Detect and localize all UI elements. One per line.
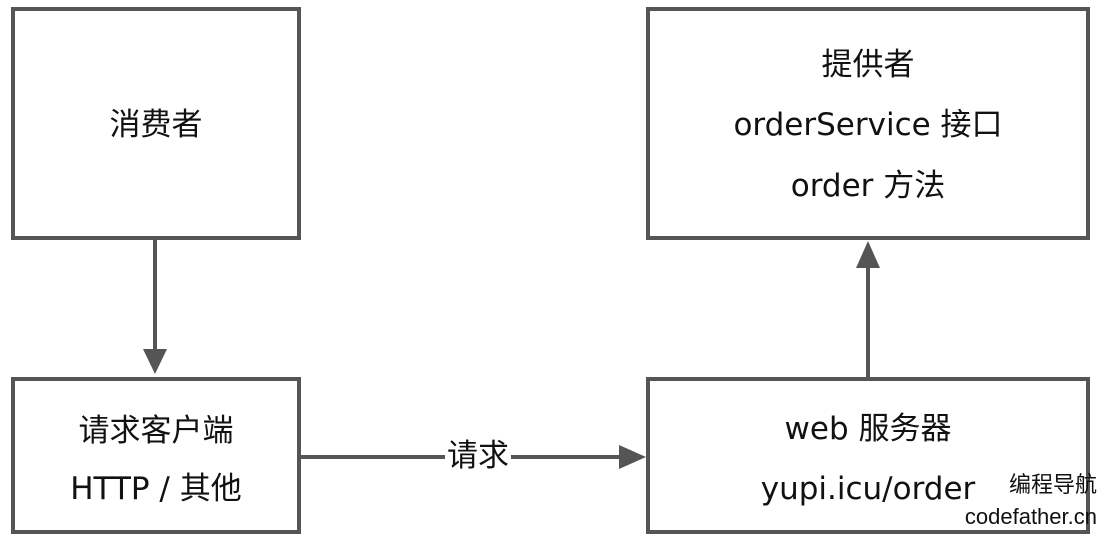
arrowhead-webserver-to-provider	[856, 241, 880, 268]
arrowhead-consumer-to-client	[143, 349, 167, 374]
webserver-url: yupi.icu/order	[760, 471, 976, 507]
provider-method: order 方法	[790, 168, 946, 204]
arrowhead-client-to-webserver	[619, 445, 646, 469]
watermark-domain: codefather.cn	[964, 504, 1097, 529]
client-protocol: HTTP / 其他	[70, 471, 242, 507]
client-title: 请求客户端	[78, 413, 234, 449]
consumer-node: 消费者	[11, 7, 301, 240]
provider-node: 提供者 orderService 接口 order 方法	[646, 7, 1090, 240]
web-server-node: web 服务器 yupi.icu/order	[646, 377, 1090, 534]
watermark-title: 编程导航	[1008, 473, 1097, 498]
provider-interface: orderService 接口	[733, 107, 1003, 143]
consumer-label: 消费者	[109, 107, 203, 143]
request-client-node: 请求客户端 HTTP / 其他	[11, 377, 301, 534]
request-edge-label: 请求	[445, 436, 511, 476]
provider-title: 提供者	[821, 47, 915, 83]
webserver-title: web 服务器	[784, 411, 952, 447]
